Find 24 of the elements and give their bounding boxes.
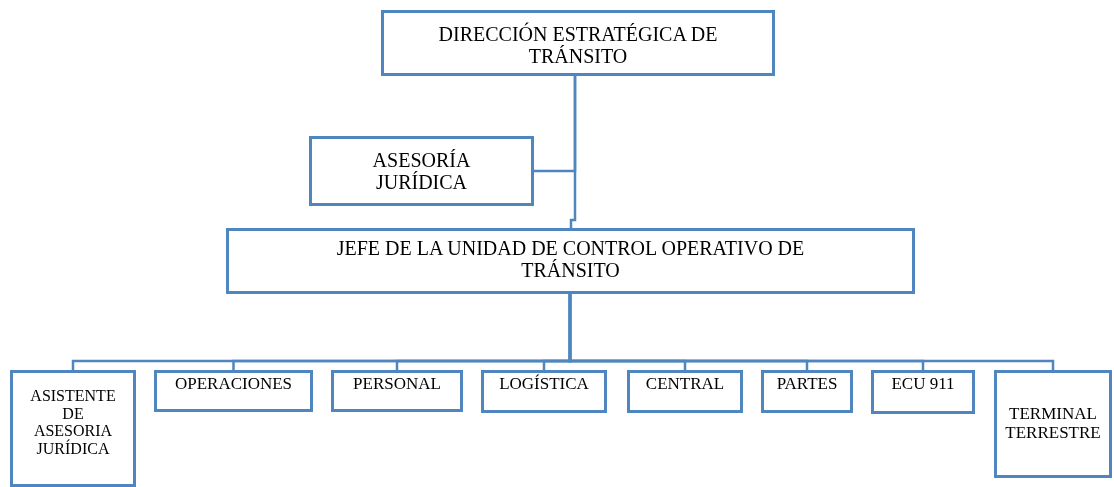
box-label: LOGÍSTICA	[499, 375, 589, 394]
box-label: ASISTENTE DE ASESORIA JURÍDICA	[29, 387, 117, 458]
org-box	[381, 10, 775, 76]
connector-line	[568, 294, 1055, 370]
org-box	[154, 370, 313, 412]
box-label: DIRECCIÓN ESTRATÉGICA DE TRÁNSITO	[437, 23, 719, 67]
org-box	[871, 370, 975, 414]
box-label: PERSONAL	[353, 375, 441, 394]
box-label: ECU 911	[891, 375, 955, 394]
org-box	[761, 370, 853, 413]
box-label: ASESORÍA JURÍDICA	[371, 149, 472, 193]
box-label: TERMINAL TERRESTRE	[1004, 405, 1102, 443]
org-box	[331, 370, 463, 412]
org-box	[226, 228, 915, 294]
box-label: JEFE DE LA UNIDAD DE CONTROL OPERATIVO DE TRÁNSITO	[335, 237, 806, 281]
org-box	[994, 370, 1112, 478]
connector-line	[534, 76, 577, 173]
org-box	[481, 370, 607, 413]
box-label: CENTRAL	[645, 375, 725, 394]
box-label: PARTES	[776, 375, 838, 394]
org-box	[309, 136, 534, 206]
box-label: OPERACIONES	[174, 375, 293, 394]
org-box	[10, 370, 136, 487]
org-box	[627, 370, 743, 413]
